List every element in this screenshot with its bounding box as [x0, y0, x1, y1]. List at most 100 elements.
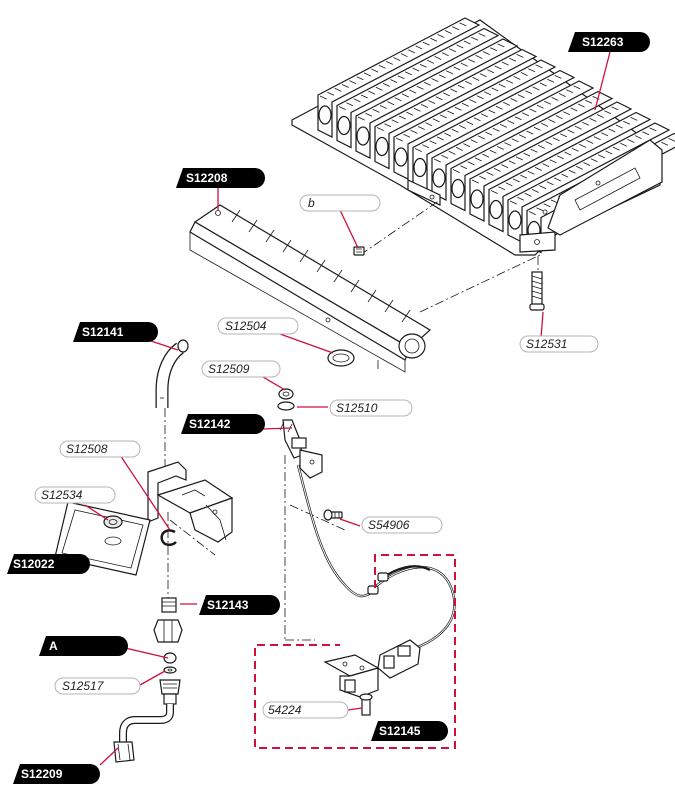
seal-s12534 — [103, 515, 123, 529]
injector-tick — [384, 299, 394, 313]
alignment-lines — [164, 199, 541, 642]
screw-s54906 — [323, 509, 343, 521]
burner-ridge — [509, 127, 657, 205]
label-s12143: S12143 — [199, 595, 280, 615]
label-s12534-text: S12534 — [41, 488, 83, 502]
label-s12263: S12263 — [568, 32, 650, 52]
burner-cap — [337, 115, 351, 136]
label-s12208: S12208 — [176, 168, 265, 188]
burner-ridge — [357, 43, 505, 121]
orifice-a — [163, 652, 177, 664]
label-s12531: S12531 — [519, 335, 599, 353]
label-s12263-text: S12263 — [582, 35, 624, 49]
burner-cap — [375, 136, 389, 157]
burner-cap — [489, 199, 503, 220]
burner-tube — [450, 90, 614, 212]
injector-tick — [401, 309, 411, 323]
label-a: A — [39, 636, 128, 656]
burner-tube — [374, 48, 538, 170]
label-s12145: S12145 — [371, 721, 448, 741]
burner-tube — [507, 122, 671, 243]
burner-ridge — [433, 85, 581, 163]
injector-tick — [299, 249, 309, 263]
label-s54906: S54906 — [361, 516, 443, 534]
label-a-text: A — [49, 639, 58, 653]
pilot-bracket — [147, 461, 234, 543]
injector-tick — [265, 229, 275, 243]
label-s12209-text: S12209 — [21, 767, 63, 781]
label-s12142-text: S12142 — [189, 417, 231, 431]
burner-ridge — [376, 54, 524, 131]
label-54224: 54224 — [262, 701, 349, 719]
electrode-s12142 — [279, 419, 323, 479]
label-s12143-text: S12143 — [207, 598, 249, 612]
burner-ridge — [395, 64, 543, 142]
burner-tube — [469, 101, 633, 222]
screw-s12531 — [529, 271, 545, 311]
pilot-tube-s12141 — [155, 339, 189, 408]
burner-cap — [508, 210, 522, 230]
burner-ridge — [490, 117, 638, 194]
manifold-tube — [189, 204, 432, 373]
burner-ridge — [338, 33, 486, 110]
ignition-cable — [296, 464, 456, 652]
injector-tick — [333, 269, 343, 283]
injector-tick — [367, 289, 377, 303]
washer-s12517 — [163, 666, 177, 674]
burner-tube — [393, 59, 557, 180]
burner-cap — [413, 157, 427, 178]
label-54224-text: 54224 — [268, 703, 302, 717]
label-s12208-text: S12208 — [186, 171, 228, 185]
label-b-text: b — [308, 196, 315, 210]
label-s12504-text: S12504 — [225, 319, 267, 333]
ignition-bracket-s12145 — [323, 639, 421, 698]
label-s12509-text: S12509 — [208, 362, 250, 376]
burner-ridge — [452, 96, 600, 173]
burner-cap — [356, 126, 370, 146]
label-s12141-text: S12141 — [82, 325, 124, 339]
ignition-kit-box — [254, 554, 456, 749]
label-s12142: S12142 — [181, 414, 265, 434]
fitting-s12143 — [153, 597, 183, 643]
burner-tube — [336, 27, 500, 149]
label-s12022-text: S12022 — [13, 557, 55, 571]
label-s12508: S12508 — [59, 440, 141, 458]
label-s12145-text: S12145 — [379, 724, 421, 738]
burner-tube — [317, 17, 481, 138]
burner-cap — [318, 105, 332, 125]
screw-b — [353, 246, 365, 256]
label-s12509: S12509 — [201, 360, 281, 378]
burner-cap — [451, 178, 465, 199]
injector-tick — [248, 219, 258, 233]
label-s54906-text: S54906 — [368, 518, 410, 532]
label-s12022: S12022 — [7, 554, 90, 574]
burner-assembly — [291, 17, 675, 256]
burner-ridge — [414, 75, 562, 152]
pilot-supply-s12209 — [113, 679, 181, 763]
label-s12510-text: S12510 — [336, 401, 378, 415]
burner-cap — [470, 189, 484, 209]
burner-ridge — [471, 106, 619, 184]
label-s12517: S12517 — [54, 677, 141, 695]
label-b: b — [299, 194, 381, 212]
screw-54224 — [359, 693, 373, 716]
label-s12504: S12504 — [217, 317, 299, 335]
label-s12517-text: S12517 — [62, 679, 105, 693]
label-s12141: S12141 — [73, 322, 158, 342]
gasket-s12509 — [277, 388, 295, 411]
burner-cap — [432, 168, 446, 188]
injector-tick — [316, 259, 326, 273]
label-s12534: S12534 — [34, 486, 116, 504]
label-s12510: S12510 — [329, 399, 413, 417]
leader-lines — [57, 51, 611, 766]
label-s12209: S12209 — [13, 764, 100, 784]
burner-tube — [355, 38, 519, 159]
burner-ridge — [319, 22, 467, 100]
burner-tube — [488, 111, 652, 233]
label-s12508-text: S12508 — [66, 442, 108, 456]
label-s12531-text: S12531 — [526, 337, 567, 351]
injector-tick — [282, 239, 292, 253]
clip-s12508 — [160, 529, 177, 546]
burner-cap — [394, 147, 408, 167]
